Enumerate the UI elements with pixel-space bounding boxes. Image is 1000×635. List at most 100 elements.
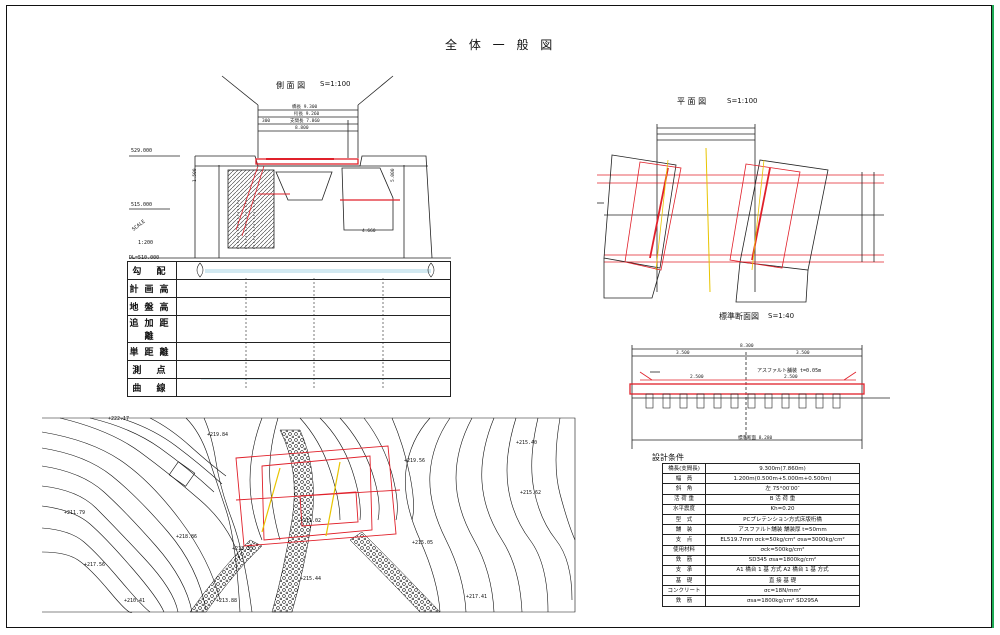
topo-map — [41, 417, 576, 613]
profile-row-label: 地盤高 — [127, 297, 177, 316]
svg-text:4.660: 4.660 — [362, 228, 376, 234]
condition-key: 斜 角 — [662, 483, 706, 495]
svg-text:橋長 9.300: 橋長 9.300 — [292, 103, 318, 110]
svg-text:8.300: 8.300 — [740, 343, 754, 349]
stream-bed-right — [349, 531, 441, 613]
table-row: 測 点 — [127, 360, 451, 379]
side-view-title: 側 面 図 — [276, 81, 306, 90]
condition-value: σck=500kg/cm² — [705, 544, 860, 556]
condition-key: 基 礎 — [662, 575, 706, 587]
condition-value: 左 75°00′00″ — [705, 483, 860, 495]
profile-row-label: 単距離 — [127, 342, 177, 361]
spot-height: +215.44 — [300, 576, 322, 582]
level-mid-label: 515.000 — [131, 202, 153, 208]
condition-value: B 活 荷 重 — [705, 493, 860, 505]
table-row: 勾 配 — [127, 261, 451, 280]
profile-row-label: 曲 線 — [127, 378, 177, 397]
condition-value: EL519.7mm σck=50kg/cm² σsa=3000kg/cm² — [705, 534, 860, 546]
table-row: 橋長(支間長)9.300m(7.860m) — [662, 462, 860, 475]
condition-key: 支 点 — [662, 534, 706, 546]
spot-height: +215.05 — [412, 540, 434, 546]
svg-text:桁長 9.260: 桁長 9.260 — [294, 110, 320, 117]
table-row: 追加距離 — [127, 315, 451, 343]
condition-value: Kh=0.20 — [705, 503, 860, 515]
section-view-title: 標準断面図 — [719, 312, 759, 321]
svg-text:2.500: 2.500 — [784, 374, 798, 380]
plan-view-title: 平 面 図 — [677, 97, 707, 106]
condition-value: 1.200m(0.500m+5.000m+0.500m) — [705, 473, 860, 485]
svg-text:5.000: 5.000 — [390, 168, 396, 182]
spot-height: +211.02 — [300, 518, 322, 524]
section-view-scale: S=1:40 — [768, 312, 795, 320]
scale-note-value: 1:200 — [138, 240, 154, 246]
profile-row-label: 測 点 — [127, 360, 177, 379]
level-top-label: 529.000 — [131, 148, 153, 154]
profile-table: 勾 配 計画高 地盤高 追加距離 単距離 測 点 曲 線 — [127, 261, 451, 397]
condition-key: 鉄 筋 — [662, 554, 706, 566]
spot-height: +219.84 — [207, 432, 229, 438]
condition-key: 使用材料 — [662, 544, 706, 556]
condition-value: 直 接 基 礎 — [705, 575, 860, 587]
plan-view-drawing — [597, 124, 884, 303]
spot-height: +217.56 — [84, 562, 106, 568]
condition-value: PCプレテンション方式床版桁橋 — [705, 513, 860, 526]
condition-value: A1 橋台 1 基 方式 A2 橋台 1 基 方式 — [705, 564, 860, 577]
sheet-edge — [992, 5, 994, 628]
svg-text:標準断面 8.280: 標準断面 8.280 — [738, 434, 773, 441]
spot-height: +215.62 — [520, 490, 542, 496]
spot-height: +215.40 — [516, 440, 538, 446]
condition-value: SD345 σsa=1800kg/cm² — [705, 554, 860, 566]
condition-value: 9.300m(7.860m) — [705, 462, 860, 475]
spot-height: +222.17 — [108, 416, 130, 422]
condition-key: 鉄 筋 — [662, 595, 706, 607]
spot-height: +213.35 — [232, 546, 254, 552]
spot-height: +217.41 — [466, 594, 488, 600]
spot-height: +211.79 — [64, 510, 86, 516]
profile-row-label: 追加距離 — [127, 315, 177, 343]
section-beams — [645, 393, 841, 409]
condition-key: 水平震度 — [662, 503, 706, 515]
condition-value: アスファルト舗装 舗装厚 t=50mm — [705, 524, 860, 536]
side-view-scale: S=1:100 — [320, 80, 351, 88]
table-row: 単距離 — [127, 342, 451, 361]
stream-bed-left — [271, 429, 314, 613]
table-row: 斜 角左 75°00′00″ — [662, 483, 860, 495]
table-row: 舗 装アスファルト舗装 舗装厚 t=50mm — [662, 524, 860, 536]
svg-text:300: 300 — [262, 118, 270, 124]
drawing-title: 全 体 一 般 図 — [445, 38, 557, 52]
sheet-border — [6, 5, 992, 628]
profile-row-label: 勾 配 — [127, 261, 177, 280]
table-row: 曲 線 — [127, 378, 451, 397]
condition-key: 橋長(支間長) — [662, 462, 706, 475]
condition-value: σsa=1800kg/cm² SD295A — [705, 595, 860, 607]
side-view-drawing — [129, 75, 451, 259]
svg-text:1.500: 1.500 — [192, 168, 198, 182]
section-view-drawing — [629, 345, 890, 449]
svg-text:3.500: 3.500 — [796, 350, 810, 356]
table-row: 地盤高 — [127, 297, 451, 316]
plan-view-scale: S=1:100 — [727, 97, 758, 105]
svg-text:支間長 7.860: 支間長 7.860 — [290, 117, 320, 124]
topo-bridge — [235, 445, 401, 547]
design-conditions-title: 設計条件 — [652, 453, 684, 462]
profile-row-label: 計画高 — [127, 279, 177, 298]
condition-key: コンクリート — [662, 585, 706, 597]
table-row: 計画高 — [127, 279, 451, 298]
svg-text:2.500: 2.500 — [690, 374, 704, 380]
condition-key: 支 承 — [662, 564, 706, 577]
